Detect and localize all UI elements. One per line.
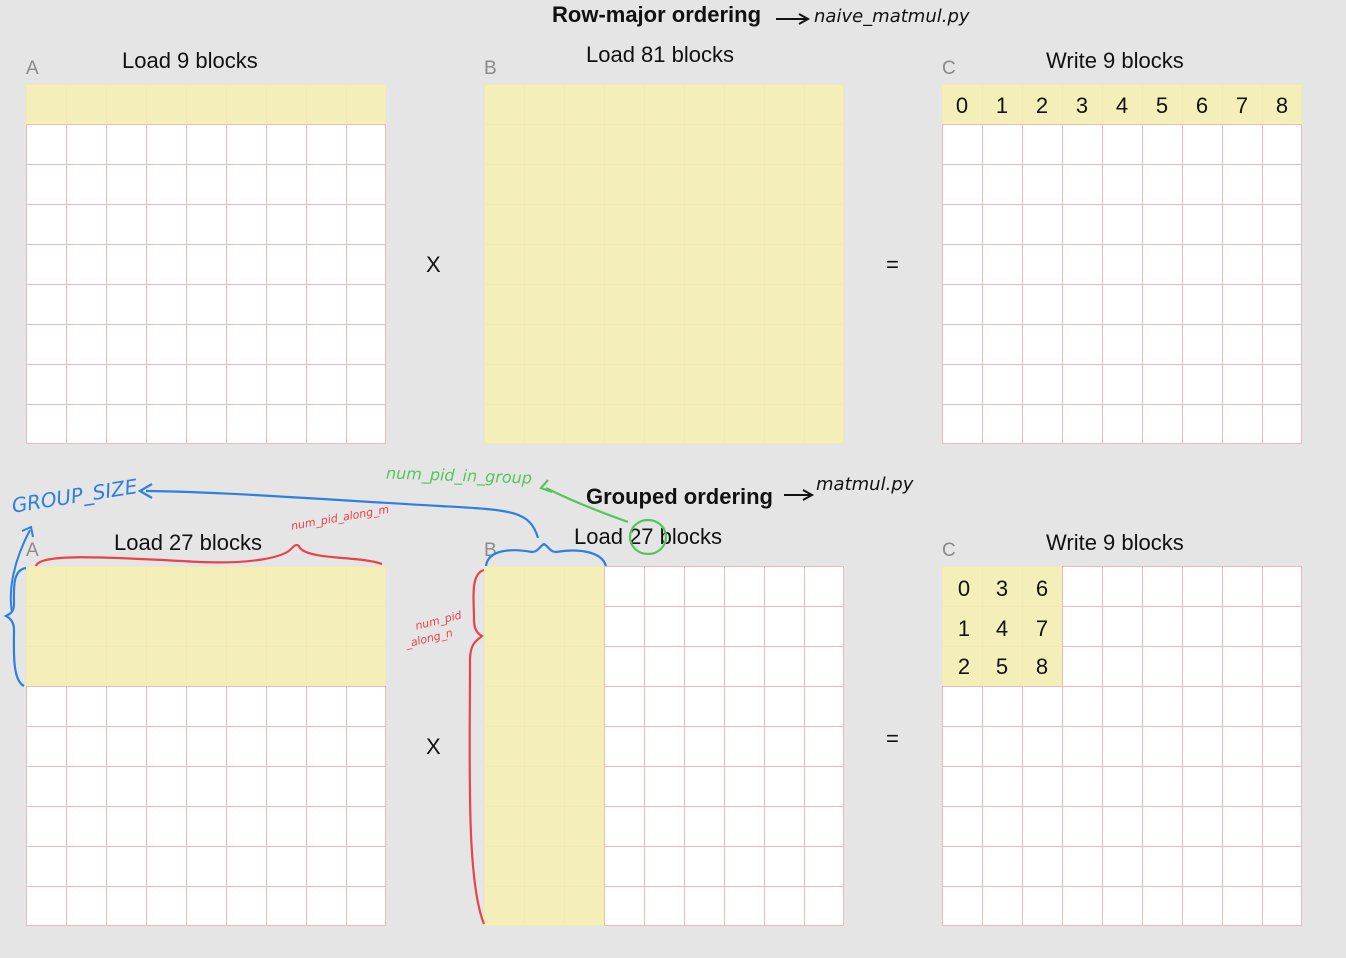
matrix-c-grid-top: 0 1 2 3 4 5 6 7 8	[942, 84, 1302, 444]
c-cell: 8	[1035, 654, 1049, 679]
c-cell: 6	[1195, 93, 1209, 118]
num-pid-along-m-annotation: num_pid_along_m	[290, 502, 391, 533]
c-cell: 5	[1155, 93, 1169, 118]
matrix-b-letter-top: B	[484, 58, 497, 79]
blue-left-brace	[3, 566, 27, 687]
c-cell: 1	[957, 616, 971, 641]
matrix-a-load-label-bottom: Load 27 blocks	[114, 530, 262, 555]
matrix-c-highlight-group	[942, 566, 1062, 686]
blue-group-arrowhead	[137, 483, 153, 499]
matrix-a-highlight-group	[26, 566, 386, 686]
c-cell: 0	[957, 576, 971, 601]
grouped-title: Grouped ordering	[586, 484, 773, 509]
c-cell: 4	[1115, 93, 1129, 118]
c-cell: 2	[1035, 93, 1049, 118]
matrix-c-write-label-top: Write 9 blocks	[1046, 48, 1184, 73]
matrix-b-load-label-bottom: Load 27 blocks	[574, 524, 723, 549]
c-cell: 1	[995, 93, 1009, 118]
equals-operator-bottom: =	[886, 726, 899, 751]
row-major-file-note: naive_matmul.py	[814, 6, 970, 27]
matrix-a-grid-top	[26, 84, 386, 444]
matrix-b-highlight-group	[484, 566, 604, 926]
c-cell: 3	[1075, 93, 1089, 118]
equals-operator-top: =	[886, 252, 899, 277]
matrix-a-letter-top: A	[26, 58, 39, 79]
c-cell: 0	[955, 93, 969, 118]
num-pid-along-n-annotation-2: _along_n	[404, 626, 455, 651]
matrix-a-grid-bottom	[26, 566, 386, 926]
matrix-c-highlight-row	[942, 84, 1302, 124]
row-major-title: Row-major ordering	[552, 2, 762, 27]
num-pid-in-group-annotation: num_pid_in_group	[385, 463, 533, 488]
matrix-a-highlight-row	[26, 84, 386, 124]
matrix-c-letter-bottom: C	[942, 540, 956, 561]
matrix-b-grid-top	[484, 84, 844, 444]
c-cell: 2	[957, 654, 971, 679]
group-size-annotation: GROUP_SIZE	[10, 474, 139, 518]
times-operator-bottom: X	[426, 734, 441, 759]
c-cell: 5	[995, 654, 1009, 679]
c-cell: 3	[995, 576, 1009, 601]
c-cell: 4	[995, 616, 1009, 641]
grouped-file-note: matmul.py	[816, 474, 914, 495]
blue-up-arrowhead	[21, 525, 34, 538]
c-cell: 7	[1235, 93, 1249, 118]
red-b-brace	[468, 568, 486, 925]
matrix-b-letter-bottom: B	[484, 540, 497, 561]
green-arrowhead	[539, 479, 553, 494]
circled-27: 27	[629, 524, 654, 549]
c-cell: 7	[1035, 616, 1049, 641]
matrix-b-grid-bottom	[484, 566, 844, 926]
matrix-b-load-label-top: Load 81 blocks	[586, 42, 734, 67]
matrix-a-letter-bottom: A	[26, 540, 39, 561]
matrix-b-highlight-full	[484, 84, 844, 444]
matrix-a-load-label-top: Load 9 blocks	[122, 48, 258, 73]
c-cell: 8	[1275, 93, 1289, 118]
times-operator-top: X	[426, 252, 441, 277]
matrix-c-write-label-bottom: Write 9 blocks	[1046, 530, 1184, 555]
matrix-c-letter-top: C	[942, 58, 956, 79]
matrix-c-grid-bottom: 0 3 6 1 4 7 2 5 8	[942, 566, 1302, 926]
c-cell: 6	[1035, 576, 1049, 601]
